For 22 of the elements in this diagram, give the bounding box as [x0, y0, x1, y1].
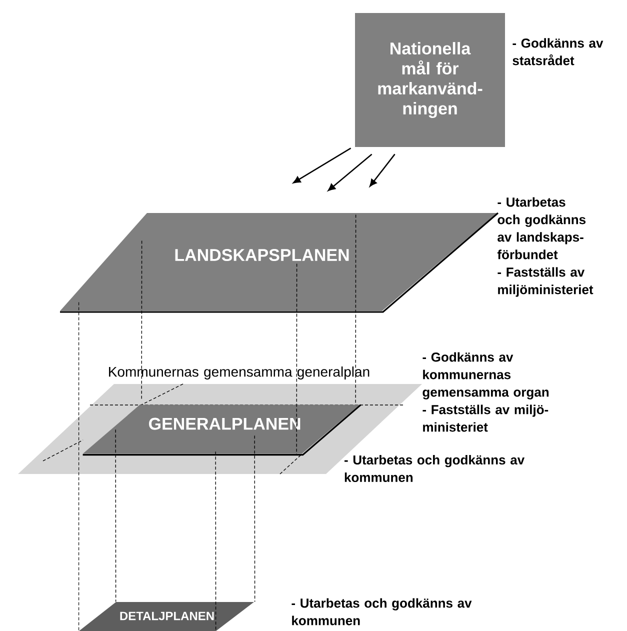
projection-line: [78, 302, 80, 631]
plan-layer: GENERALPLANEN: [82, 404, 362, 456]
note-text: - Godkänns av statsrådet: [512, 38, 604, 66]
plan-layer: LANDSKAPSPLANEN: [60, 212, 499, 313]
node-label: Kommunernas gemensamma generalplan: [109, 366, 370, 380]
note-text: - Fastställs av miljöministeriet: [498, 267, 594, 297]
projection-line: [141, 240, 142, 400]
arrow: [328, 154, 372, 191]
arrow: [293, 148, 352, 184]
projection-line: [215, 451, 216, 631]
arrow: [370, 154, 396, 187]
projection-line: [115, 429, 116, 602]
note-text: - Godkänns av kommunernas gemensamma organ: [422, 352, 549, 400]
projection-line: [254, 435, 256, 602]
plan-layer: DETALJPLANEN: [79, 602, 254, 631]
note-text: - Utarbetas och godkänns av landskaps- förbundet: [497, 197, 586, 260]
projection-line: [355, 214, 356, 405]
projection-line: [296, 263, 298, 456]
goal-box: Nationella mål för markanvänd- ningen: [355, 13, 505, 147]
note-text: - Fastställs av miljö- ministeriet: [422, 404, 548, 432]
note-text: - Utarbetas och godkänns av kommunen: [344, 455, 525, 482]
note-text: - Utarbetas och godkänns av kommunen: [292, 598, 472, 626]
